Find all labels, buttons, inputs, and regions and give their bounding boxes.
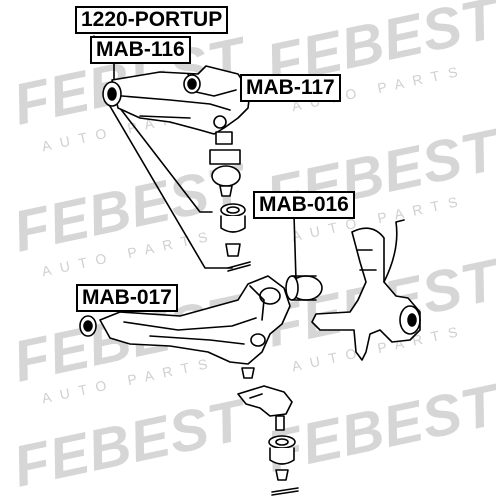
label-mab-116: MAB-116	[90, 36, 191, 64]
leader-lines	[93, 35, 297, 281]
label-mab-017: MAB-017	[76, 284, 178, 312]
knuckle-bushing-part	[285, 275, 323, 301]
lower-control-arm	[79, 275, 291, 365]
label-mab-117: MAB-117	[240, 74, 341, 102]
steering-knuckle	[311, 219, 421, 361]
label-mab-016: MAB-016	[253, 191, 355, 219]
upper-control-arm	[102, 65, 251, 135]
upper-ball-joint	[209, 131, 251, 272]
lower-ball-joint	[237, 367, 299, 496]
label-1220-portup: 1220-PORTUP	[75, 6, 229, 34]
